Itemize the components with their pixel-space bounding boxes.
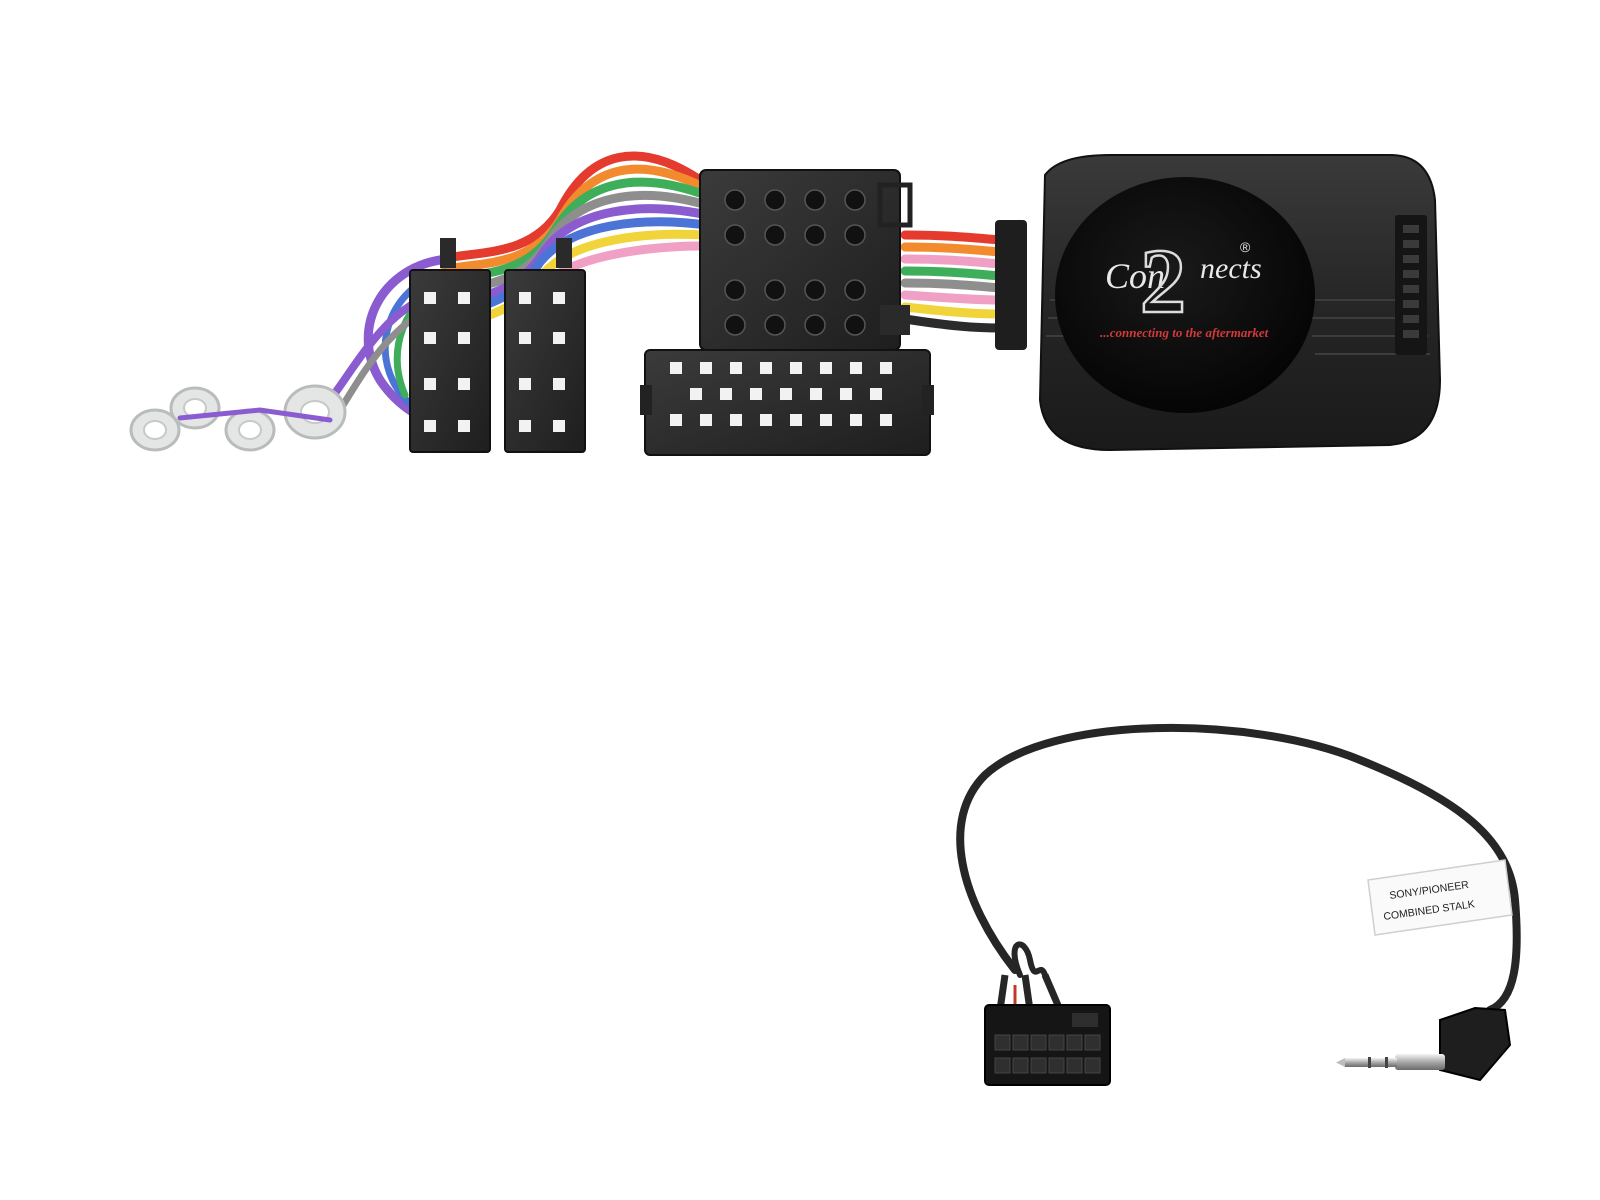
ring-terminal-2 bbox=[169, 386, 221, 430]
interface-module: Con 2 nects ® ...connecting to the after… bbox=[995, 154, 1442, 452]
patch-lead: SONY/PIONEER COMBINED STALK bbox=[956, 723, 1521, 1086]
jack-plug-3-5mm bbox=[1336, 1006, 1512, 1082]
vehicle-connector-16pin bbox=[699, 169, 913, 351]
module-logo-disc bbox=[1055, 177, 1315, 413]
ring-terminals bbox=[129, 384, 347, 452]
molex-connector-12pin bbox=[984, 1004, 1111, 1086]
ring-terminal-4 bbox=[283, 384, 347, 440]
iso-connector-pair bbox=[409, 238, 586, 453]
label-tag: SONY/PIONEER COMBINED STALK bbox=[1367, 859, 1513, 936]
vehicle-connector-multipin bbox=[640, 349, 934, 456]
brand-mark-2: 2 bbox=[1140, 230, 1186, 332]
brand-text-part2: nects bbox=[1200, 252, 1262, 285]
ring-terminal-3 bbox=[224, 408, 276, 452]
brand-text-part1: Con bbox=[1105, 256, 1165, 296]
registered-mark: ® bbox=[1240, 239, 1251, 255]
brand-tagline: ...connecting to the aftermarket bbox=[1100, 325, 1269, 340]
ring-terminal-1 bbox=[129, 408, 181, 452]
